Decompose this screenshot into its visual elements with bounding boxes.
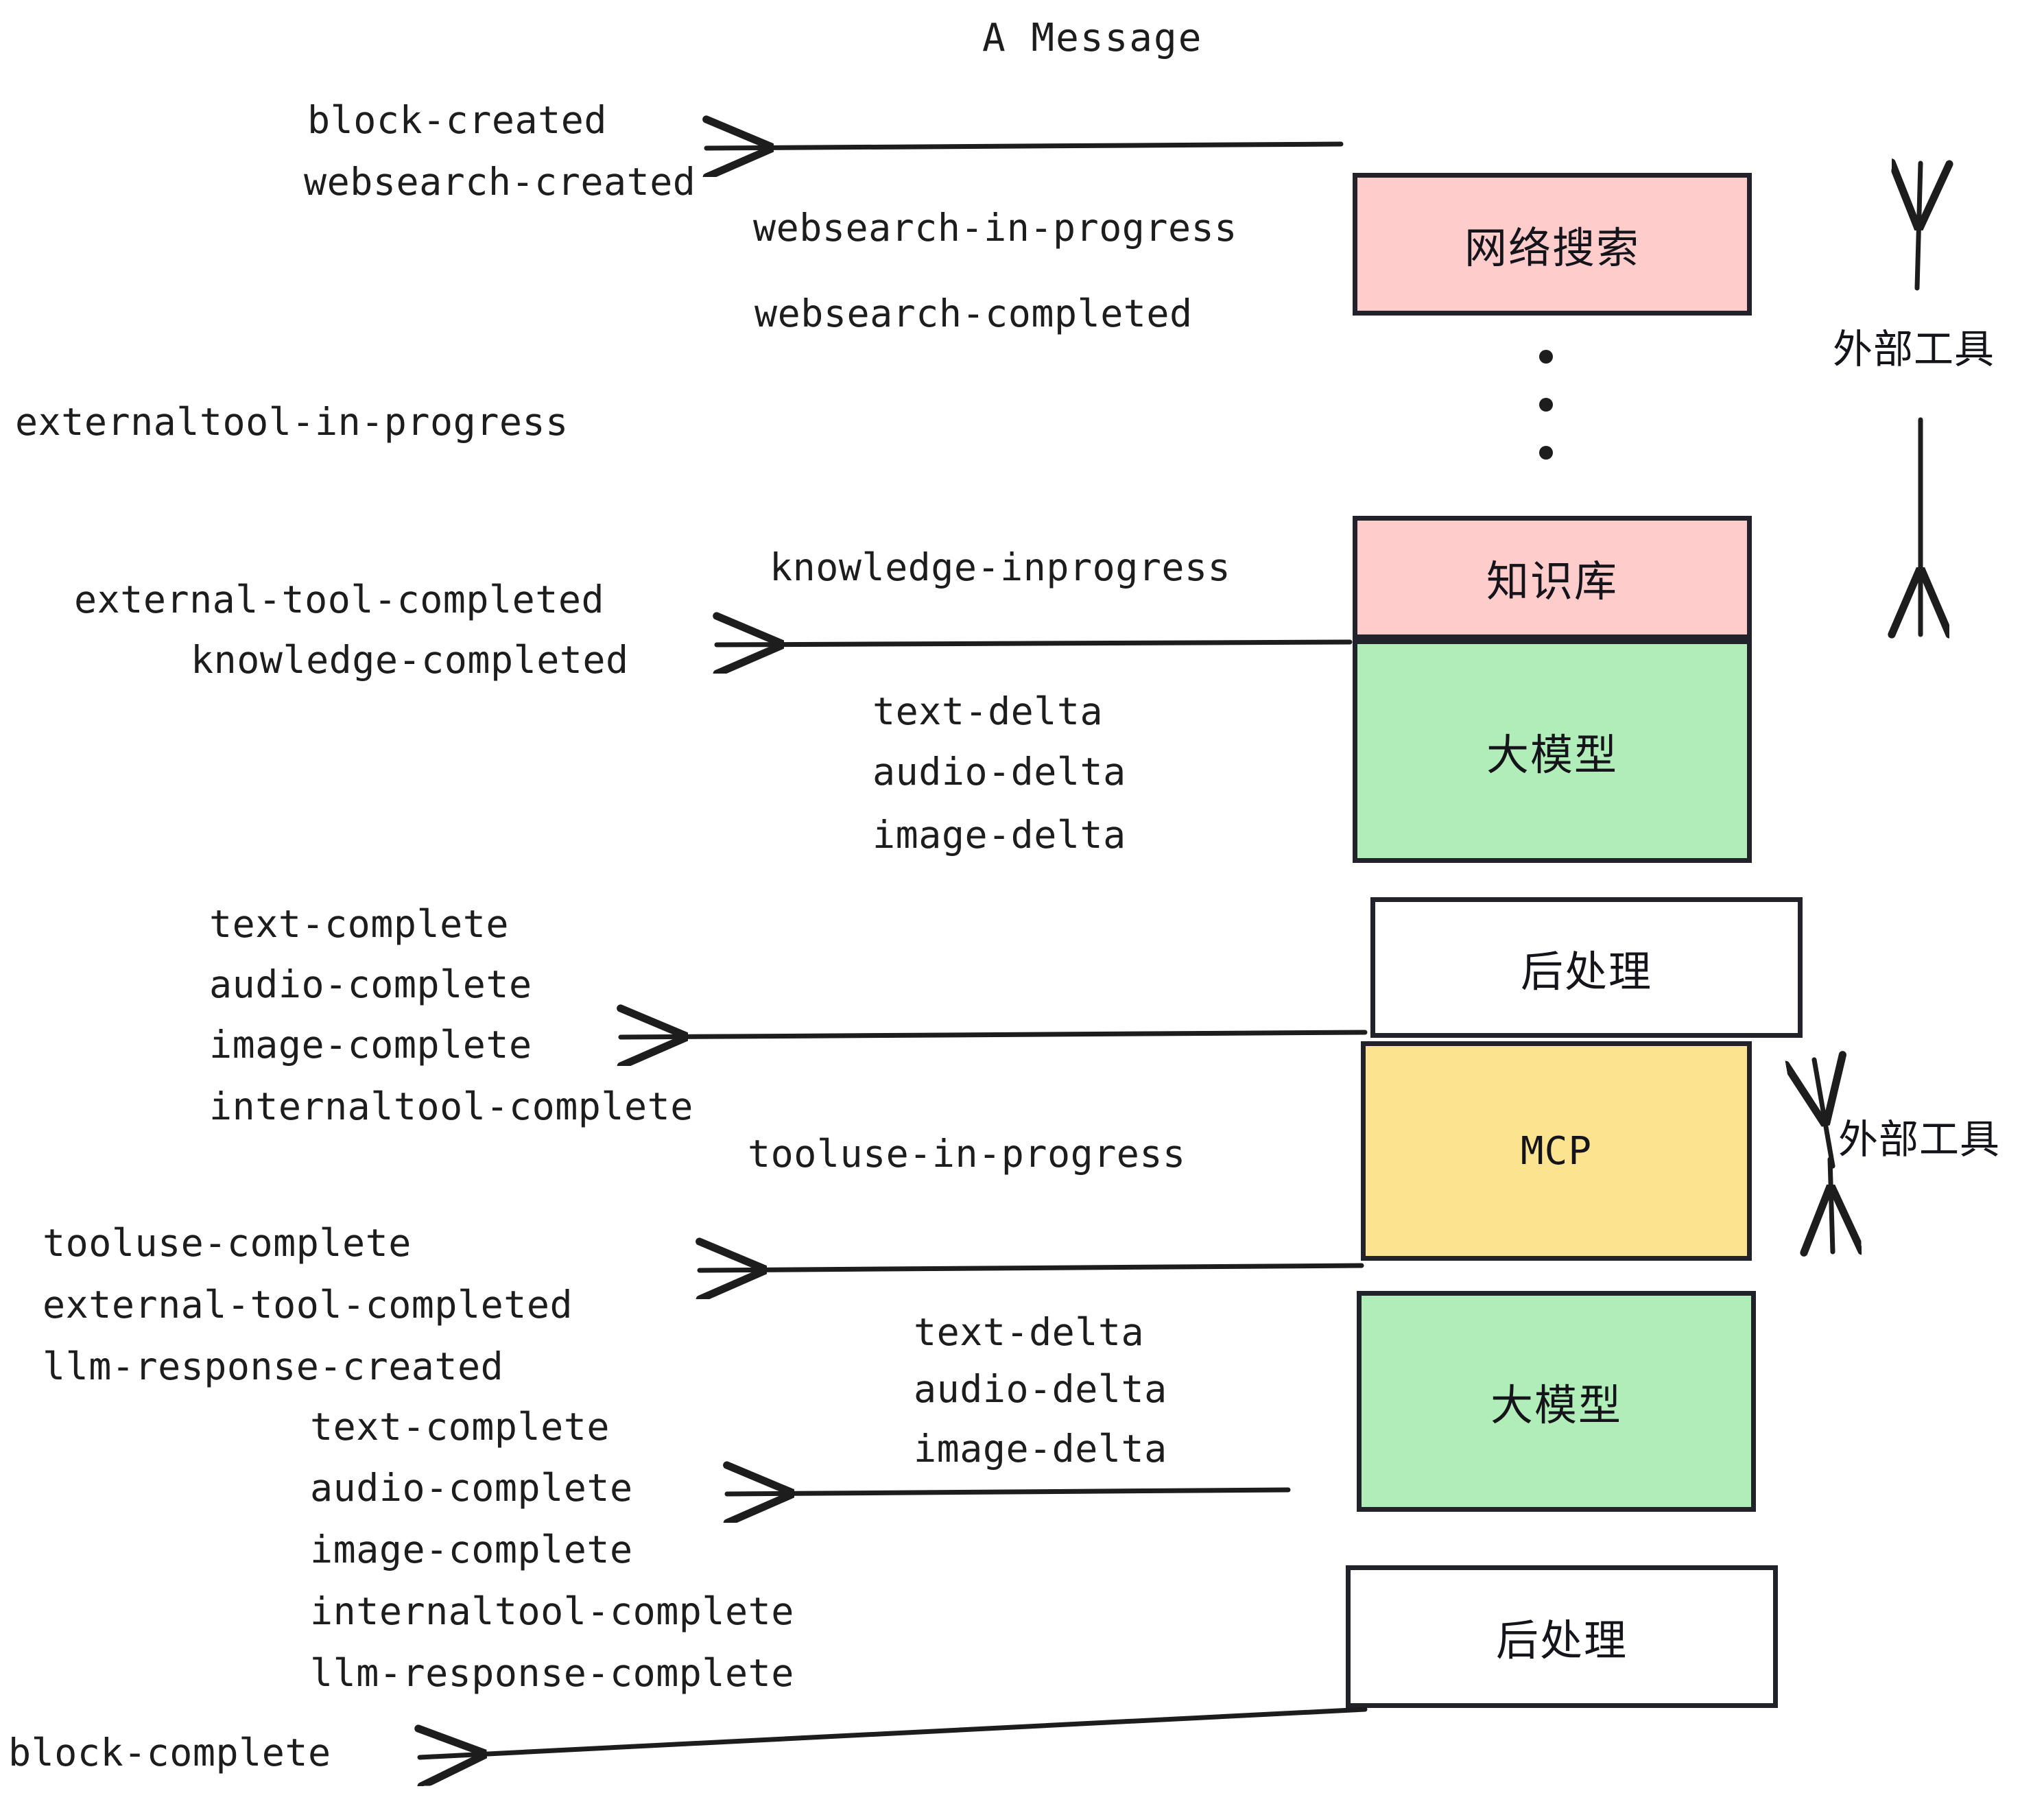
event-label-websearch-created: websearch-created <box>304 160 696 204</box>
stage-box-llm-second: 大模型 <box>1357 1291 1756 1512</box>
event-label-external-tool-completed-2: external-tool-completed <box>43 1283 573 1327</box>
event-label-image-complete-1: image-complete <box>209 1023 532 1067</box>
arrow-postprocess-to-imagecomplete <box>621 1032 1368 1037</box>
arrow-knowledge-to-knowledgecompleted <box>717 642 1353 645</box>
event-label-image-complete-2: image-complete <box>310 1528 633 1571</box>
event-label-llm-response-complete: llm-response-complete <box>310 1651 794 1695</box>
stage-box-websearch: 网络搜索 <box>1353 173 1752 316</box>
event-label-tooluse-complete: tooluse-complete <box>43 1221 412 1265</box>
page-title: A Message <box>982 16 1203 60</box>
event-label-block-complete: block-complete <box>8 1731 331 1775</box>
stage-box-mcp-label: MCP <box>1520 1128 1593 1174</box>
event-label-text-complete-1: text-complete <box>209 902 509 946</box>
stage-box-llm-first: 大模型 <box>1353 639 1752 863</box>
stage-box-postprocess-second: 后处理 <box>1346 1565 1778 1708</box>
event-label-websearch-completed: websearch-completed <box>754 292 1193 335</box>
external-tool-label-top: 外部工具 <box>1833 326 1995 372</box>
arrow-mcp-to-externaltoolcompleted <box>700 1266 1364 1270</box>
vertical-ellipsis-icon <box>1538 350 1554 460</box>
event-label-image-delta-1: image-delta <box>872 813 1126 857</box>
external-tool-label-bottom: 外部工具 <box>1838 1116 2001 1163</box>
stage-box-knowledge: 知识库 <box>1353 516 1752 639</box>
stage-box-llm-first-label: 大模型 <box>1486 730 1618 780</box>
event-label-audio-complete-1: audio-complete <box>209 962 532 1006</box>
event-label-internaltool-complete-1: internaltool-complete <box>209 1084 693 1128</box>
event-label-knowledge-completed: knowledge-completed <box>191 638 629 682</box>
bracket-arrow-external-tool-top <box>1917 163 1921 634</box>
event-label-block-created: block-created <box>307 98 607 142</box>
stage-box-postprocess-second-label: 后处理 <box>1495 1615 1628 1665</box>
event-label-audio-complete-2: audio-complete <box>310 1466 633 1510</box>
event-label-llm-response-created: llm-response-created <box>43 1344 504 1388</box>
event-label-image-delta-2: image-delta <box>914 1427 1167 1471</box>
event-label-internaltool-complete-2: internaltool-complete <box>310 1589 794 1633</box>
arrow-postprocess-to-blockcomplete <box>420 1707 1368 1757</box>
stage-box-websearch-label: 网络搜索 <box>1464 223 1640 273</box>
stage-box-knowledge-label: 知识库 <box>1486 556 1618 606</box>
event-label-text-delta-1: text-delta <box>872 689 1104 733</box>
stage-box-mcp: MCP <box>1361 1041 1752 1261</box>
event-label-external-tool-completed-1: external-tool-completed <box>74 578 605 621</box>
event-label-text-delta-2: text-delta <box>914 1310 1145 1354</box>
event-label-tooluse-in-progress: tooluse-in-progress <box>748 1132 1186 1176</box>
event-label-audio-delta-2: audio-delta <box>914 1367 1167 1411</box>
event-label-externaltool-in-progress: externaltool-in-progress <box>15 400 569 444</box>
bracket-arrow-external-tool-bottom <box>1814 1060 1833 1252</box>
stage-box-postprocess-first-label: 后处理 <box>1520 946 1652 997</box>
event-label-websearch-in-progress: websearch-in-progress <box>753 206 1237 250</box>
arrow-websearch-to-blockcreated <box>706 144 1344 148</box>
stage-box-postprocess-first: 后处理 <box>1370 897 1803 1038</box>
event-label-audio-delta-1: audio-delta <box>872 750 1126 794</box>
event-label-knowledge-inprogress: knowledge-inprogress <box>770 545 1231 589</box>
stage-box-llm-second-label: 大模型 <box>1490 1380 1622 1430</box>
arrow-llm-to-audiocomplete <box>727 1490 1291 1494</box>
event-label-text-complete-2: text-complete <box>310 1405 610 1449</box>
